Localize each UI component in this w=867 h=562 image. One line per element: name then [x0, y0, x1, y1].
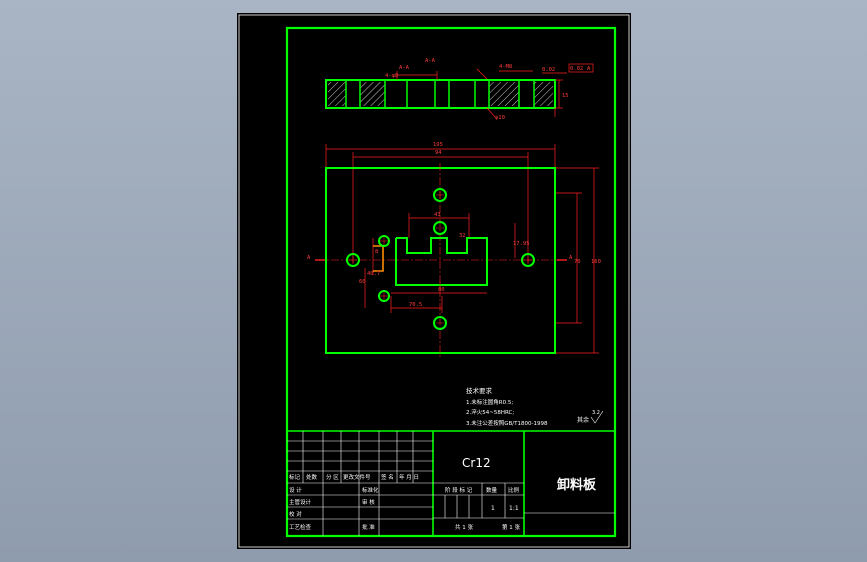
- roughness-symbol-icon: [590, 410, 604, 424]
- scale-value: 1:1: [509, 505, 519, 512]
- title-block: Cr12 卸料板 标记 处数 分 区 更改文件号 签 名 年 月 日 设 计 标…: [287, 430, 615, 536]
- note-line: 2.淬火54~58HRC;: [466, 408, 514, 416]
- dim-label: 80: [438, 287, 445, 293]
- dim-label: 4-M8: [499, 64, 512, 70]
- tb-cell: 标准化: [362, 486, 379, 494]
- quantity-value: 1: [491, 505, 495, 512]
- roughness-note: 其余: [577, 416, 589, 424]
- note-line: 3.未注公差按照GB/T1800-1998: [466, 419, 548, 427]
- dim-label: 0.02: [570, 66, 583, 72]
- dim-label: 60: [359, 279, 366, 285]
- tb-header: 更改文件号: [343, 473, 371, 481]
- front-view: [315, 144, 599, 358]
- section-marker: A: [569, 255, 573, 261]
- tb-header: 处数: [306, 473, 318, 481]
- technical-notes: 技术要求 1.未标注圆角R0.5; 2.淬火54~58HRC; 3.未注公差按照…: [466, 386, 604, 427]
- dim-label: 94: [435, 150, 442, 156]
- dim-label: 195: [433, 142, 443, 148]
- tb-header: 标记: [289, 473, 301, 481]
- tb-header: 阶 段 标 记: [445, 486, 473, 494]
- dim-label: A-A: [425, 58, 436, 64]
- tb-header: 比例: [508, 486, 520, 494]
- dim-label: φ10: [495, 115, 505, 121]
- tb-cell: 设 计: [289, 486, 302, 494]
- material-label: Cr12: [462, 456, 491, 470]
- tb-header: 分 区: [326, 473, 339, 481]
- dim-label: 4-φ8: [385, 73, 398, 79]
- dim-label: 0.02: [542, 67, 555, 73]
- notes-heading: 技术要求: [466, 386, 493, 395]
- roughness-value: 3.2: [592, 410, 600, 416]
- note-line: 1.未标注圆角R0.5;: [466, 398, 513, 406]
- dim-label: A-A: [399, 65, 410, 71]
- dim-label: 70: [574, 259, 581, 265]
- tb-cell: 批 准: [362, 523, 375, 531]
- dim-label: 160: [591, 259, 601, 265]
- tb-cell: 审 核: [362, 498, 375, 506]
- outer-border: [238, 14, 630, 548]
- dim-label: 32: [459, 233, 466, 239]
- dimension-labels: A-A 4-φ8 A-A 4-M8 0.02 A 0.02 15 φ10 195…: [307, 58, 601, 308]
- tb-header: 数量: [486, 486, 498, 494]
- dim-label: 17.95: [513, 241, 530, 247]
- tb-cell: 工艺检查: [289, 523, 312, 531]
- dim-label: 8: [375, 249, 378, 255]
- tb-cell: 校 对: [289, 510, 302, 518]
- sheet-index: 第 1 张: [502, 523, 520, 531]
- drawing-sheet: A-A 4-φ8 A-A 4-M8 0.02 A 0.02 15 φ10 195…: [238, 14, 630, 548]
- dim-label: 40.7: [367, 271, 380, 277]
- tb-header: 年 月 日: [399, 473, 419, 481]
- sheet-total: 共 1 张: [455, 523, 473, 531]
- dim-label: 70.5: [409, 302, 422, 308]
- dim-label: 43: [434, 212, 441, 218]
- tb-cell: 主管设计: [289, 498, 312, 506]
- section-marker: A: [307, 255, 311, 261]
- tb-header: 签 名: [381, 473, 394, 481]
- inner-frame: [285, 26, 617, 538]
- section-view-top: [325, 63, 594, 118]
- dim-label: 15: [562, 93, 569, 99]
- dim-label: A: [587, 66, 591, 72]
- part-name-label: 卸料板: [557, 477, 597, 493]
- cad-viewport[interactable]: A-A 4-φ8 A-A 4-M8 0.02 A 0.02 15 φ10 195…: [237, 13, 631, 549]
